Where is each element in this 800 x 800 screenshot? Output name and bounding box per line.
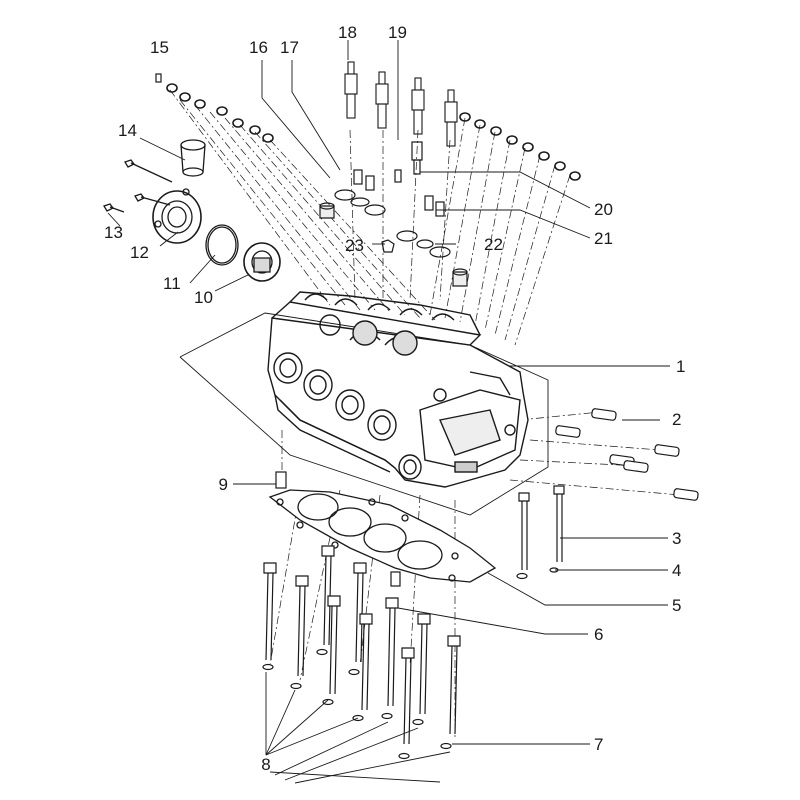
callout-19: 19 [388,23,407,42]
thermostat-housing [103,139,281,282]
callout-2: 2 [672,410,682,429]
callout-15: 15 [150,38,169,57]
callout-5: 5 [672,596,682,615]
long-studs [516,485,565,580]
head-gasket [268,489,497,583]
callout-4: 4 [672,561,682,580]
part-15-pin [155,73,162,83]
callout-18: 18 [338,23,357,42]
spark-plugs [344,61,458,147]
bushings-orings [319,169,468,287]
callout-8: 8 [261,755,271,774]
valve-seal-rings [166,83,581,181]
cylinder-head [267,291,529,488]
callout-10: 10 [194,288,213,307]
callout-23: 23 [345,236,364,255]
callout-3: 3 [672,529,682,548]
callout-9: 9 [218,475,228,494]
callout-6: 6 [594,625,604,644]
callout-11: 11 [163,274,181,293]
callout-7: 7 [594,735,604,754]
callout-20: 20 [594,200,613,219]
part-9-dowel [275,471,287,489]
callout-16: 16 [249,38,268,57]
callout-12: 12 [130,243,149,262]
part-19-sensor [411,141,423,175]
callout-13: 13 [104,223,123,242]
callout-22: 22 [484,235,503,254]
callout-21: 21 [594,229,613,248]
callout-17: 17 [280,38,299,57]
head-bolts [262,545,461,760]
callout-14: 14 [118,121,137,140]
callout-1: 1 [676,357,686,376]
dowel-pins [555,408,699,501]
